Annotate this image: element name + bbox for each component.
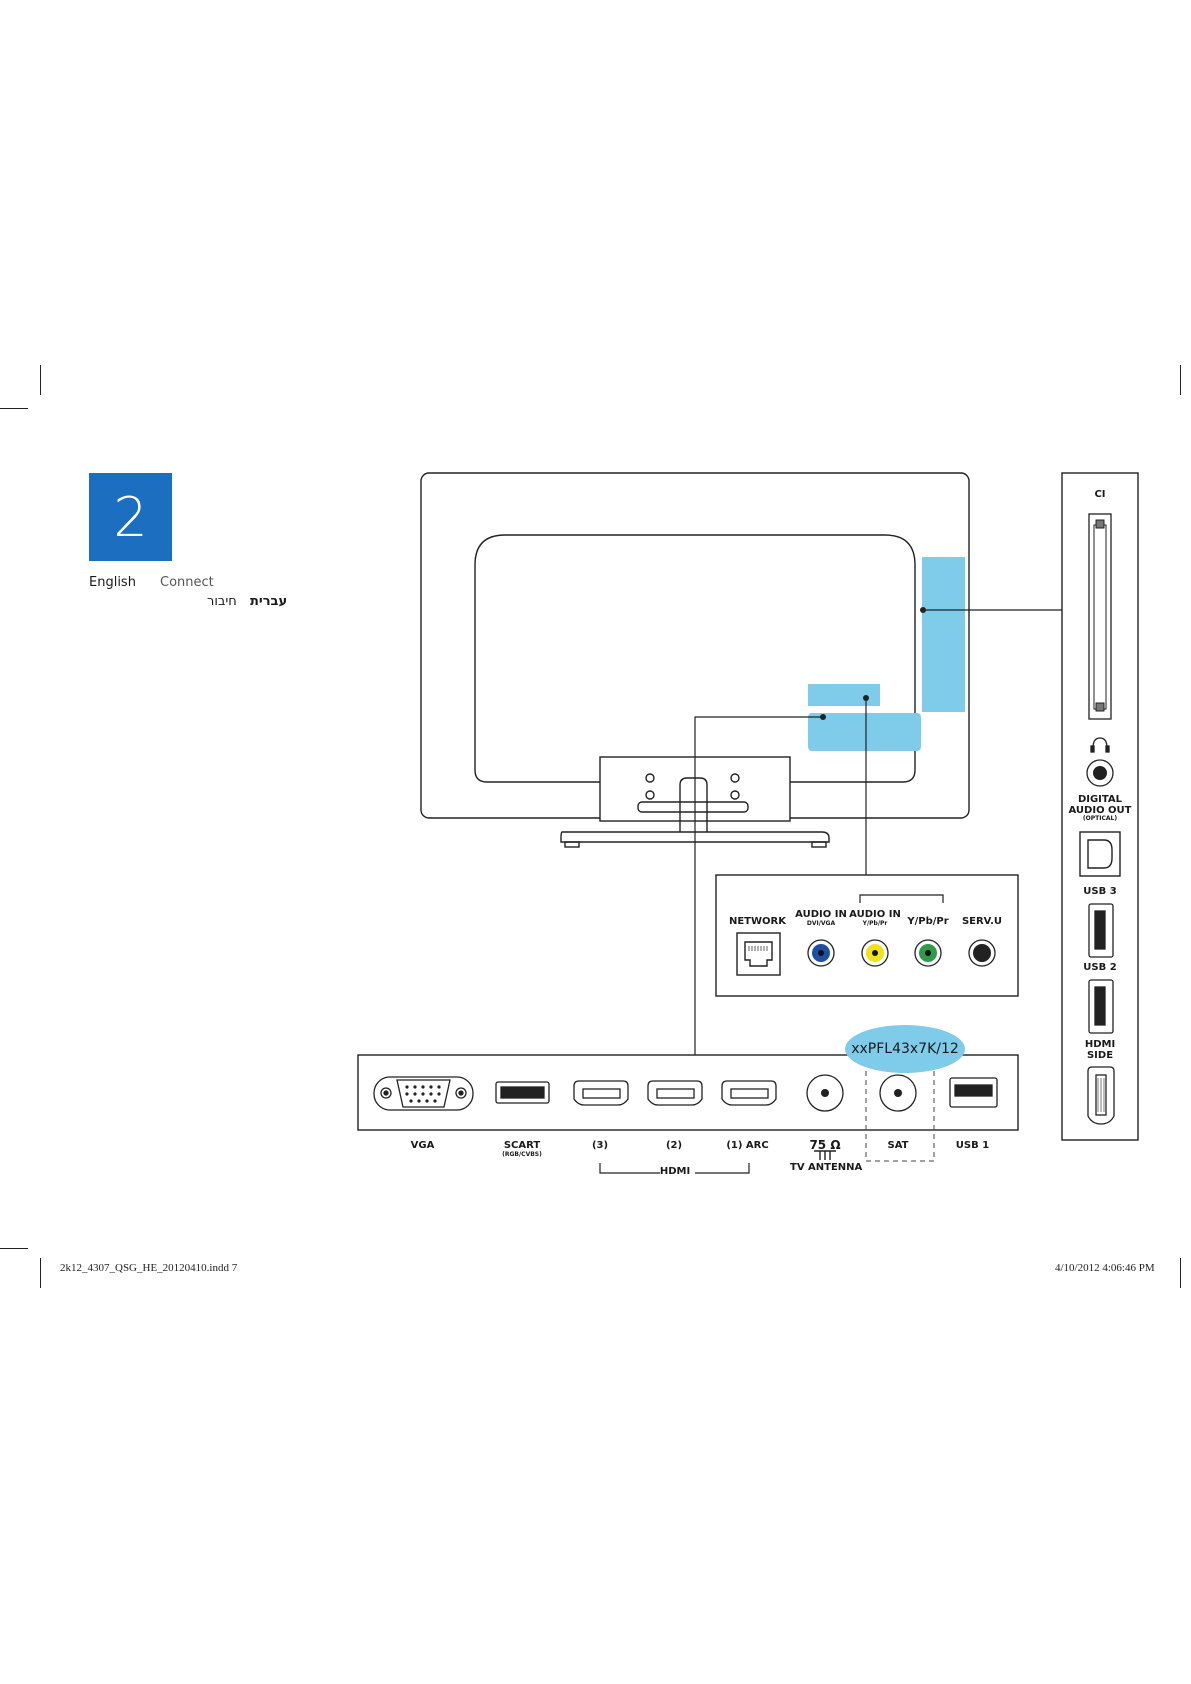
- optical-port: [1080, 832, 1120, 876]
- audio-in-ypbpr-sub: Y/Pb/Pr: [845, 921, 905, 927]
- scart-sub: (RGB/CVBS): [492, 1152, 552, 1158]
- middle-panel: [716, 875, 1018, 996]
- sat-label: SAT: [878, 1141, 918, 1152]
- digital-audio-label: DIGITAL AUDIO OUT (OPTICAL): [1065, 795, 1135, 822]
- hdmi-side-line2: SIDE: [1087, 1050, 1113, 1061]
- audio-in-dvi-label: AUDIO IN DVI/VGA: [791, 910, 851, 927]
- hdmi2-port: [648, 1081, 702, 1105]
- network-label: NETWORK: [725, 917, 790, 928]
- audio-in-dvi-title: AUDIO IN: [795, 909, 847, 920]
- ypbpr-jack: [915, 940, 941, 966]
- servu-jack: [969, 940, 995, 966]
- hdmi3-label: (3): [580, 1141, 620, 1152]
- hdmi-group-label: HDMI: [655, 1167, 695, 1178]
- vga-port: [374, 1077, 473, 1110]
- audio-in-ypbpr-title: AUDIO IN: [849, 909, 901, 920]
- antenna-port: [807, 1075, 843, 1111]
- hdmi-side-line1: HDMI: [1085, 1039, 1115, 1050]
- tv-antenna-label: TV ANTENNA: [790, 1163, 860, 1174]
- ohm-label: 75 Ω: [800, 1139, 850, 1152]
- hdmi3-port: [574, 1081, 628, 1105]
- side-connector-highlight: [922, 557, 965, 712]
- sat-port: [880, 1075, 916, 1111]
- headphone-icon: [1091, 738, 1109, 752]
- hdmi1-label: (1) ARC: [720, 1141, 775, 1152]
- audio-in-ypbpr-label: AUDIO IN Y/Pb/Pr: [845, 910, 905, 927]
- digital-audio-sub: (OPTICAL): [1065, 816, 1135, 822]
- servu-label: SERV.U: [952, 917, 1012, 928]
- hdmi1-arc-port: [722, 1081, 776, 1105]
- audio-in-ypbpr-jack: [862, 940, 888, 966]
- digital-audio-line1: DIGITAL: [1078, 794, 1122, 805]
- audio-in-dvi-jack: [808, 940, 834, 966]
- scart-port: [496, 1082, 549, 1103]
- ypbpr-label: Y/Pb/Pr: [898, 917, 958, 928]
- usb2-port: [1089, 980, 1113, 1033]
- network-port: [737, 933, 780, 975]
- ci-label: CI: [1080, 490, 1120, 501]
- footer-file: 2k12_4307_QSG_HE_20120410.indd 7: [60, 1262, 237, 1274]
- hdmi2-label: (2): [654, 1141, 694, 1152]
- scart-title: SCART: [504, 1140, 540, 1151]
- hdmi-side-label: HDMI SIDE: [1070, 1040, 1130, 1061]
- vga-label: VGA: [400, 1141, 445, 1152]
- usb1-label: USB 1: [950, 1141, 995, 1152]
- antenna-icon: [814, 1151, 836, 1160]
- usb3-label: USB 3: [1070, 887, 1130, 898]
- audio-in-dvi-sub: DVI/VGA: [791, 921, 851, 927]
- footer-timestamp: 4/10/2012 4:06:46 PM: [1055, 1262, 1155, 1274]
- usb2-label: USB 2: [1070, 963, 1130, 974]
- usb1-port: [950, 1078, 997, 1107]
- hdmi-side-port: [1088, 1067, 1114, 1124]
- scart-label: SCART (RGB/CVBS): [492, 1141, 552, 1158]
- usb3-port: [1089, 904, 1113, 957]
- digital-audio-line2: AUDIO OUT: [1069, 805, 1132, 816]
- middle-connector-highlight: [808, 684, 880, 706]
- model-tag: xxPFL43x7K/12: [845, 1025, 965, 1073]
- ci-slot: [1089, 514, 1111, 719]
